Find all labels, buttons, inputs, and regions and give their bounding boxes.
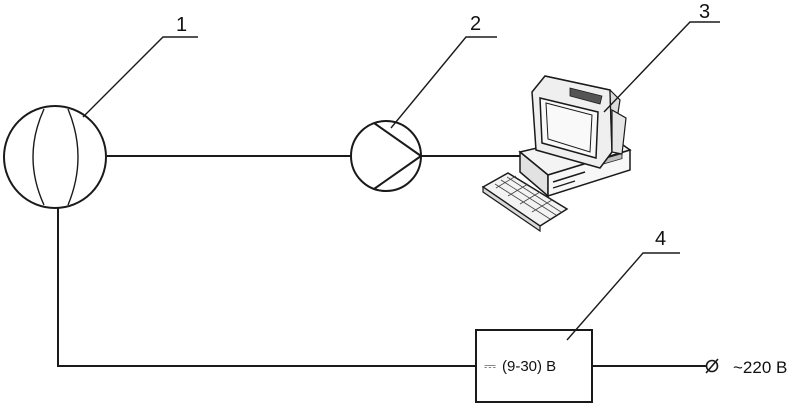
power-supply-dc-symbol: ⎓ (484, 358, 496, 375)
terminal-slash (705, 358, 719, 374)
leader-line-2 (390, 36, 497, 129)
sensor-symbol (3, 105, 107, 209)
sensor-outline (3, 105, 107, 209)
converter-triangle-bottom (373, 155, 422, 190)
wires (57, 155, 706, 367)
converter-triangle-top (373, 122, 422, 157)
sensor-right-arc (67, 108, 79, 206)
mains-voltage-label: ~220 В (733, 358, 787, 377)
wire-sensor-to-power-supply (57, 207, 476, 367)
power-supply-range-label: (9-30) В (502, 358, 556, 375)
callout-label-3: 3 (699, 1, 710, 23)
mains-terminal: ~220 В (705, 358, 787, 377)
converter-symbol (350, 120, 422, 192)
callout-label-1: 1 (176, 14, 187, 36)
keyboard (481, 172, 569, 233)
callout-label-2: 2 (470, 13, 481, 35)
sensor-left-arc (32, 108, 45, 206)
power-supply-outline (475, 329, 593, 403)
leader-line-1 (82, 36, 198, 118)
computer-icon (481, 75, 632, 233)
callout-label-4: 4 (655, 228, 666, 250)
power-supply-box: ⎓ (9-30) В (475, 329, 593, 403)
leader-line-4 (566, 252, 680, 341)
leader-line-3 (603, 21, 720, 113)
monitor (531, 75, 627, 169)
callouts: 1 2 3 4 (82, 1, 720, 341)
